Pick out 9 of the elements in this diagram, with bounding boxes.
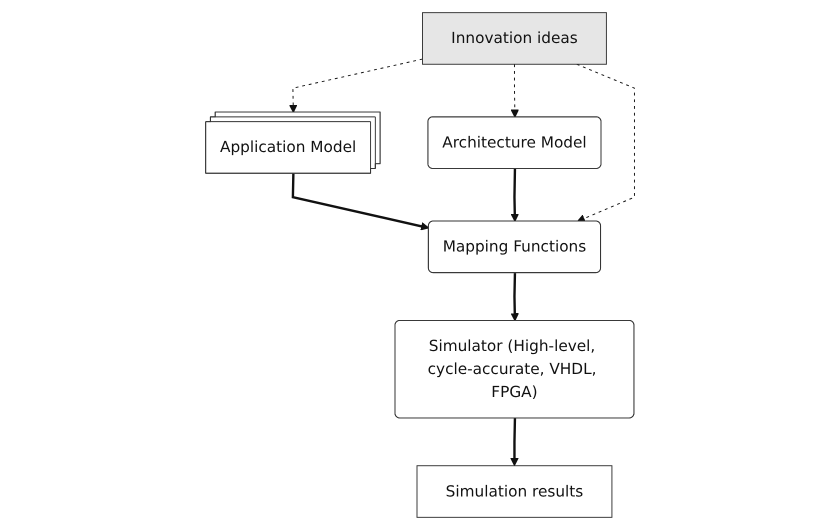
node-box: Innovation ideas [422,12,607,65]
arrow [292,174,430,230]
arrow [510,418,519,466]
arrow [510,168,519,222]
node-box: Simulation results [416,465,612,518]
arrow [510,273,519,322]
arrow [510,64,519,118]
arrow [288,58,423,113]
arrow [576,64,635,222]
